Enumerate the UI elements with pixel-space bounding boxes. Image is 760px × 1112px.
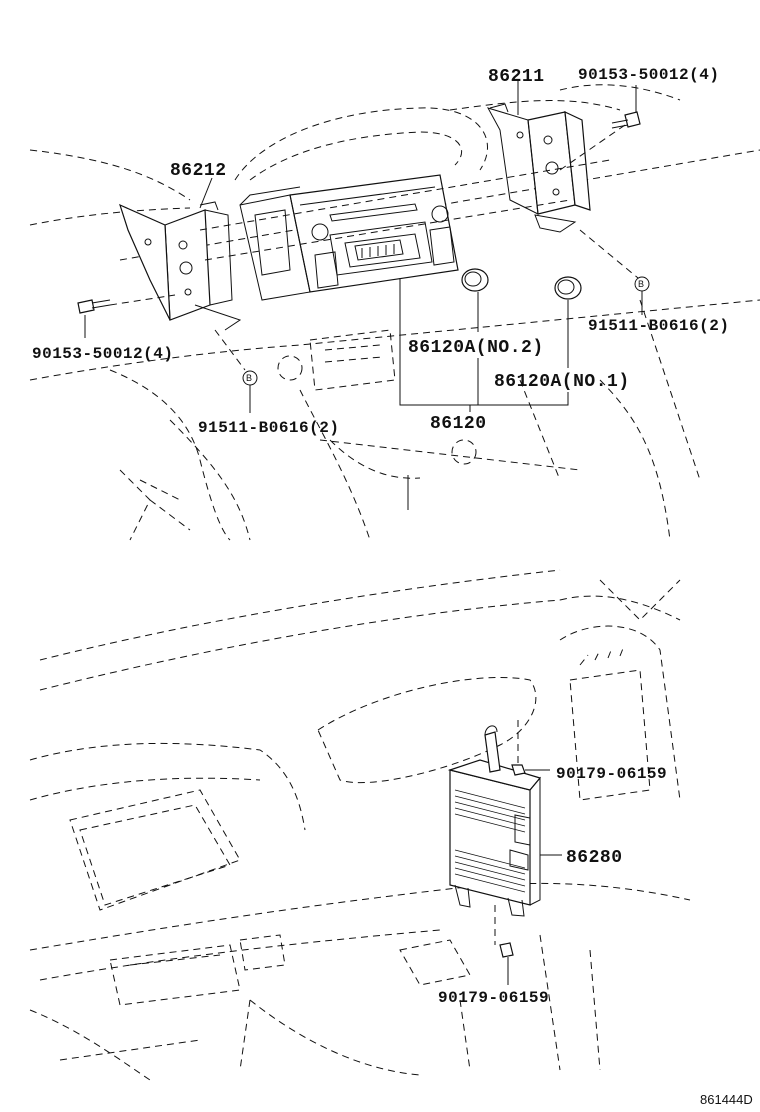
amplifier-86280 bbox=[447, 725, 542, 917]
bolt-left bbox=[77, 299, 111, 314]
label-91511-b0616-left: 91511-B0616(2) bbox=[198, 419, 339, 437]
label-86211: 86211 bbox=[488, 67, 545, 87]
right-bracket-86211 bbox=[486, 103, 591, 233]
label-90153-50012-left: 90153-50012(4) bbox=[32, 345, 173, 363]
label-86280: 86280 bbox=[566, 848, 623, 868]
svg-text:B: B bbox=[638, 279, 644, 289]
svg-text:B: B bbox=[246, 373, 252, 383]
nut-top bbox=[511, 764, 526, 776]
clip-right: B bbox=[634, 276, 650, 292]
left-bracket-86212 bbox=[119, 201, 242, 331]
label-90153-50012-top-right: 90153-50012(4) bbox=[578, 66, 719, 84]
radio-unit-86120 bbox=[239, 174, 459, 301]
amplifier-installation-illustration bbox=[29, 569, 691, 1081]
clip-left: B bbox=[242, 370, 258, 386]
label-86120a-no2: 86120A(NO.2) bbox=[408, 338, 544, 358]
label-90179-06159-top: 90179-06159 bbox=[556, 765, 667, 783]
knob-no2 bbox=[461, 268, 489, 292]
label-86120a-no1: 86120A(NO.1) bbox=[494, 372, 630, 392]
bolt-top-right bbox=[611, 111, 641, 129]
knob-no1 bbox=[554, 276, 582, 300]
nut-bottom bbox=[499, 942, 514, 958]
radio-installation-illustration: B B bbox=[29, 80, 760, 541]
diagram-id: 861444D bbox=[700, 1092, 753, 1107]
label-91511-b0616-right: 91511-B0616(2) bbox=[588, 317, 729, 335]
label-90179-06159-bottom: 90179-06159 bbox=[438, 989, 549, 1007]
label-86212: 86212 bbox=[170, 161, 227, 181]
label-86120: 86120 bbox=[430, 414, 487, 434]
